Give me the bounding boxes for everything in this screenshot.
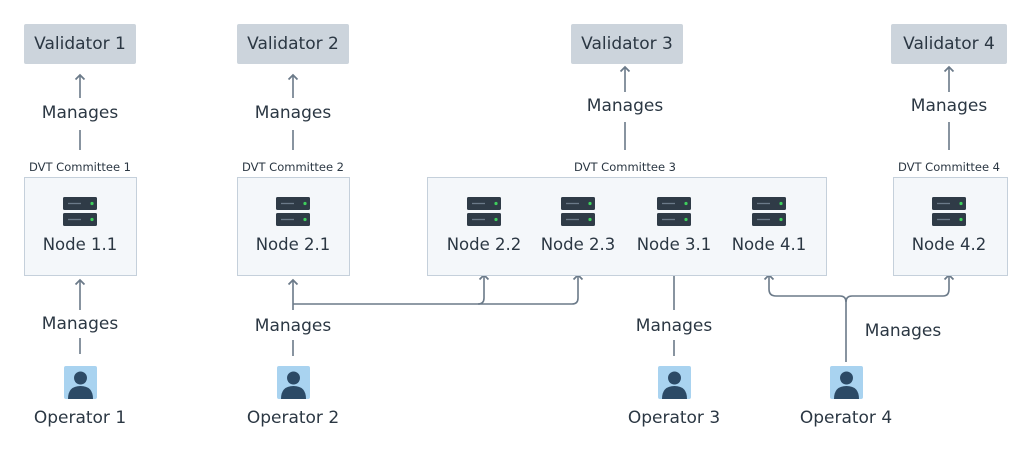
manages-label-validator2: Manages: [254, 103, 332, 123]
manages-label-operator3: Manages: [635, 316, 713, 336]
committee-1-box: [24, 177, 137, 276]
committee-4-label: DVT Committee 4: [897, 160, 1000, 174]
manages-label-validator3: Manages: [586, 96, 664, 116]
node-4-1: Node 4.1: [719, 197, 819, 254]
operator-label: Operator 2: [246, 408, 340, 428]
node-label: Node 2.2: [446, 235, 522, 254]
node-4-2: Node 4.2: [899, 197, 999, 254]
node-2-3: Node 2.3: [528, 197, 628, 254]
line-operator2-branch: [293, 273, 490, 305]
operator-label: Operator 3: [627, 408, 721, 428]
person-icon: [829, 366, 863, 399]
operator-2: Operator 2: [233, 366, 353, 428]
validator-4: Validator 4: [891, 24, 1007, 64]
server-icon: [467, 197, 501, 226]
server-icon: [561, 197, 595, 226]
node-label: Node 4.2: [911, 235, 987, 254]
manages-label-validator1: Manages: [41, 103, 119, 123]
server-icon: [63, 197, 97, 226]
node-label: Node 4.1: [731, 235, 807, 254]
server-icon: [752, 197, 786, 226]
operator-label: Operator 4: [799, 408, 893, 428]
person-icon: [63, 366, 97, 399]
validator-1: Validator 1: [24, 24, 136, 64]
node-label: Node 3.1: [636, 235, 712, 254]
committee-3-box: [427, 177, 827, 276]
node-label: Node 2.3: [540, 235, 616, 254]
node-2-1: Node 2.1: [243, 197, 343, 254]
arrow-operator4-to-node41: [763, 273, 847, 303]
node-3-1: Node 3.1: [624, 197, 724, 254]
line-operator2-branch-b: [478, 273, 584, 305]
arrow-operator4-to-node42: [845, 273, 955, 303]
node-label: Node 2.1: [255, 235, 331, 254]
person-icon: [276, 366, 310, 399]
committee-1-label: DVT Committee 1: [28, 160, 131, 174]
operator-3: Operator 3: [614, 366, 734, 428]
validator-2: Validator 2: [237, 24, 349, 64]
operator-4: Operator 4: [786, 366, 906, 428]
committee-3-label: DVT Committee 3: [573, 160, 676, 174]
node-1-1: Node 1.1: [30, 197, 130, 254]
manages-label-operator2: Manages: [254, 316, 332, 336]
operator-label: Operator 1: [33, 408, 127, 428]
validator-3: Validator 3: [571, 24, 683, 64]
manages-label-operator4: Manages: [864, 321, 942, 341]
person-icon: [657, 366, 691, 399]
manages-label-validator4: Manages: [910, 96, 988, 116]
node-label: Node 1.1: [42, 235, 118, 254]
committee-2-box: [237, 177, 350, 276]
committee-2-label: DVT Committee 2: [241, 160, 344, 174]
server-icon: [276, 197, 310, 226]
server-icon: [932, 197, 966, 226]
node-2-2: Node 2.2: [434, 197, 534, 254]
server-icon: [657, 197, 691, 226]
manages-label-operator1: Manages: [41, 314, 119, 334]
committee-4-box: [893, 177, 1008, 276]
operator-1: Operator 1: [20, 366, 140, 428]
